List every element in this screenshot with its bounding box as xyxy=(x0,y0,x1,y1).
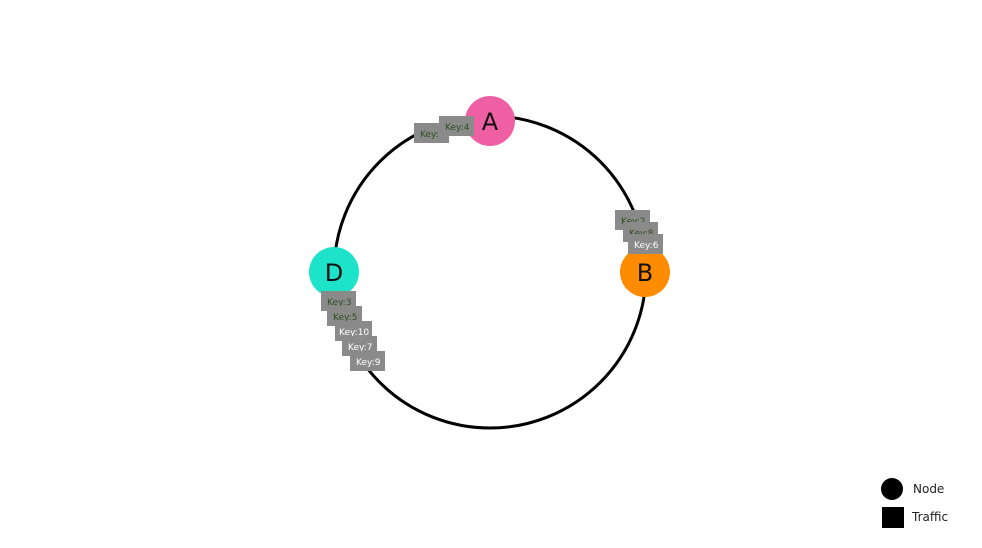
node-d-label: D xyxy=(325,259,343,287)
traffic-box xyxy=(439,116,474,136)
traffic-key-box[interactable]: Key:9 xyxy=(350,351,385,371)
traffic-key-label: Key:7 xyxy=(348,343,372,353)
traffic-key-label: Key:10 xyxy=(339,328,369,338)
node-a[interactable]: A xyxy=(465,96,515,146)
traffic-key-label: Key:5 xyxy=(333,313,357,323)
legend-node-item: Node xyxy=(881,478,944,500)
traffic-key-box[interactable]: Key:6 xyxy=(628,234,663,254)
legend-traffic-label: Traffic xyxy=(911,510,948,524)
traffic-key-box[interactable]: Key:4 xyxy=(439,116,474,136)
node-b[interactable]: B xyxy=(620,247,670,297)
node-b-circle[interactable] xyxy=(620,247,670,297)
traffic-group-d: Key:3 Key:5 Key:10 Key:7 Key:9 xyxy=(321,291,385,371)
hash-ring xyxy=(332,114,648,430)
legend-traffic-item: Traffic xyxy=(882,507,948,528)
traffic-key-label: Key:4 xyxy=(445,123,470,133)
traffic-key-label: Key: xyxy=(420,130,439,140)
traffic-group-a: Key: Key:4 xyxy=(414,116,474,143)
node-a-label: A xyxy=(482,108,499,136)
circle-icon xyxy=(881,478,903,500)
traffic-key-label: Key:6 xyxy=(634,241,659,251)
legend: Node Traffic xyxy=(881,478,948,528)
node-d[interactable]: D xyxy=(309,247,359,297)
node-a-circle[interactable] xyxy=(465,96,515,146)
square-icon xyxy=(882,507,904,528)
traffic-box xyxy=(628,234,663,254)
traffic-box xyxy=(350,351,385,371)
node-b-label: B xyxy=(637,259,653,287)
legend-node-label: Node xyxy=(913,482,944,496)
traffic-key-label: Key:3 xyxy=(327,298,351,308)
traffic-group-b: Key:2 Key:8 Key:6 xyxy=(615,210,663,254)
traffic-key-label: Key:9 xyxy=(356,358,381,368)
node-d-circle[interactable] xyxy=(309,247,359,297)
